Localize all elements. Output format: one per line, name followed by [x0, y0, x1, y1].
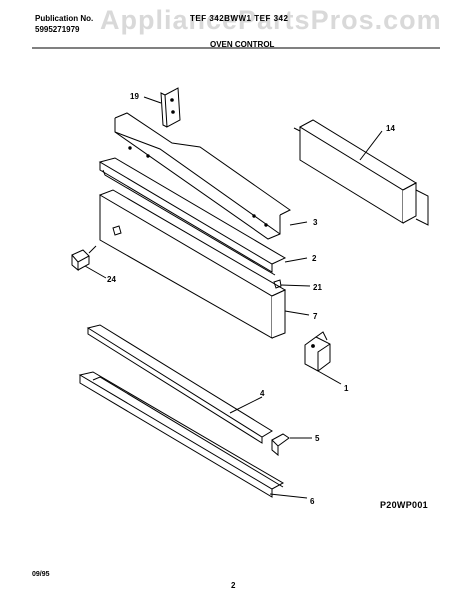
part-7-control-panel	[98, 189, 310, 339]
callout-1: 1	[344, 384, 349, 393]
part-14-box	[293, 119, 429, 226]
callout-14: 14	[386, 124, 395, 133]
callout-19: 19	[130, 92, 139, 101]
diagram-code: P20WP001	[380, 500, 428, 510]
page-number: 2	[231, 581, 236, 590]
footer-date: 09/95	[32, 571, 50, 578]
callout-24: 24	[107, 275, 116, 284]
model-number: TEF 342BWW1 TEF 342	[190, 14, 289, 23]
part-1-bracket	[304, 331, 342, 385]
part-24-switch	[71, 245, 107, 279]
part-4-trim	[86, 324, 273, 444]
part-5-endcap	[271, 433, 312, 457]
part-21-clip	[273, 279, 311, 289]
callout-21: 21	[313, 283, 322, 292]
part-3-panel	[114, 112, 308, 240]
callout-5: 5	[315, 434, 320, 443]
callout-7: 7	[313, 312, 318, 321]
part-2-strip	[98, 157, 308, 276]
part-6-trim	[78, 371, 308, 499]
callout-6: 6	[310, 497, 315, 506]
callout-4: 4	[260, 389, 265, 398]
callout-2: 2	[312, 254, 317, 263]
publication-label: Publication No.	[35, 14, 94, 23]
section-title: OVEN CONTROL	[210, 40, 275, 49]
publication-number: 5995271979	[35, 25, 80, 34]
callout-3: 3	[313, 218, 318, 227]
part-19-bracket	[143, 87, 181, 128]
watermark: AppliancePartsPros.com	[100, 5, 442, 35]
